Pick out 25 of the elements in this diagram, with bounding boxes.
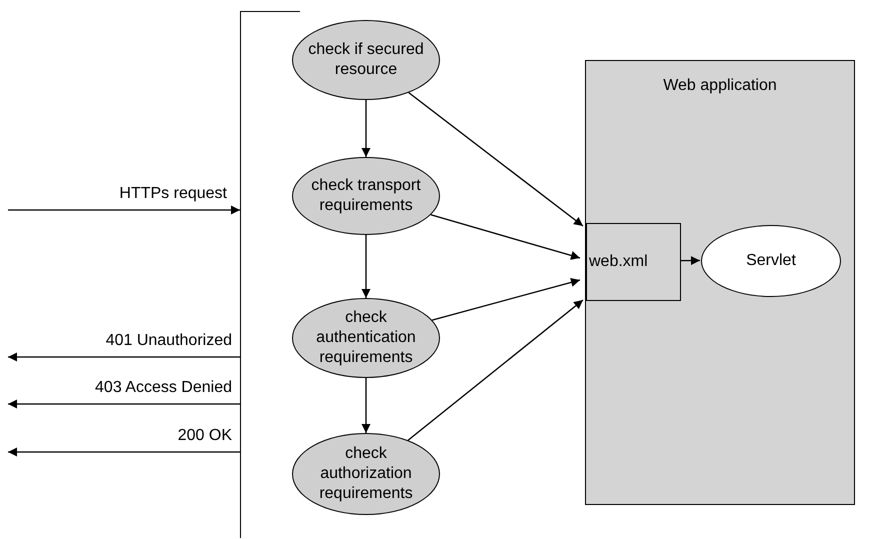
edge-label: HTTPs request bbox=[118, 185, 227, 203]
node-label: check authorization requirements bbox=[318, 444, 414, 504]
arrow bbox=[432, 278, 580, 321]
arrow bbox=[362, 100, 370, 157]
arrow bbox=[362, 378, 370, 433]
arrow bbox=[8, 352, 240, 362]
container-title: Web application bbox=[663, 77, 777, 95]
arrow bbox=[8, 206, 240, 214]
arrow bbox=[362, 235, 370, 298]
edge-label: 401 Unauthorized bbox=[104, 332, 232, 350]
arrow bbox=[408, 300, 584, 441]
edge-label: 200 OK bbox=[176, 427, 232, 445]
arrow bbox=[430, 214, 580, 260]
node-label: check authentication requirements bbox=[315, 308, 417, 368]
arrow bbox=[408, 92, 584, 227]
edge-label: 403 Access Denied bbox=[94, 379, 232, 397]
arrow bbox=[680, 256, 700, 266]
arrow bbox=[8, 448, 240, 456]
container-box bbox=[585, 60, 855, 505]
arrow bbox=[8, 400, 240, 408]
node-label: Servlet bbox=[745, 251, 797, 271]
config-box bbox=[586, 223, 681, 301]
node-label: check if secured resource bbox=[307, 40, 425, 80]
node-label: check transport requirements bbox=[310, 176, 422, 216]
node-label: web.xml bbox=[589, 253, 648, 271]
